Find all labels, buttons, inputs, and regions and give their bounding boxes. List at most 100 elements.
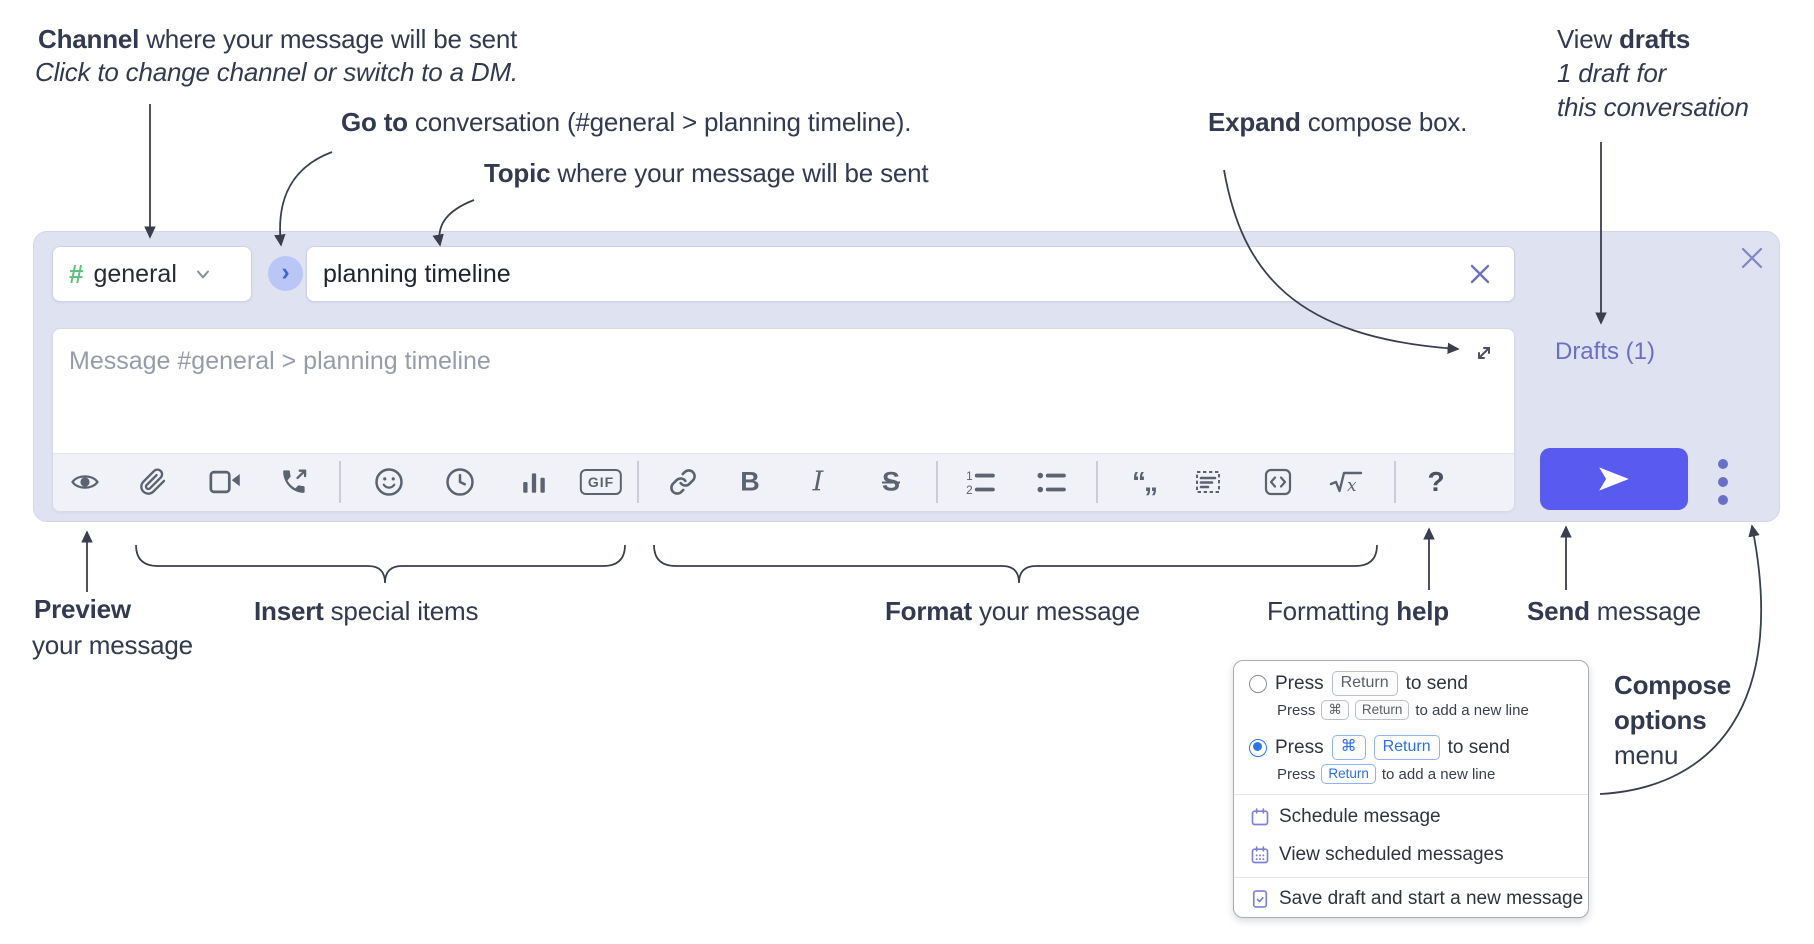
video-call-icon[interactable] <box>209 469 241 495</box>
preview-icon[interactable] <box>69 467 101 497</box>
radio-unselected-icon[interactable] <box>1249 674 1267 693</box>
topic-callout: Topic where your message will be sent <box>484 156 929 190</box>
suffix-label: to add a new line <box>1415 701 1529 719</box>
radio-selected-icon[interactable] <box>1249 738 1267 757</box>
compose-options-callout-line3: menu <box>1614 740 1679 770</box>
toolbar-separator <box>936 461 938 503</box>
formatting-help-callout: Formatting help <box>1267 594 1449 628</box>
topic-callout-bold: Topic <box>484 158 551 188</box>
format-callout-rest: your message <box>971 596 1140 626</box>
channel-callout-line2: Click to change channel or switch to a D… <box>35 57 518 87</box>
bulleted-list-icon[interactable] <box>1036 468 1066 496</box>
poll-icon[interactable] <box>520 468 548 496</box>
attach-paperclip-icon[interactable] <box>139 468 167 496</box>
voice-call-icon[interactable] <box>280 468 308 496</box>
document-check-icon <box>1252 890 1268 908</box>
send-callout: Send message <box>1527 594 1701 628</box>
preview-callout-line2: your message <box>32 630 193 660</box>
chevron-down-icon <box>196 270 209 279</box>
link-icon[interactable] <box>669 468 697 496</box>
svg-text:1: 1 <box>966 470 973 483</box>
compose-options-popup: Press Return to send Press ⌘ Return to a… <box>1233 660 1589 918</box>
toolbar-separator <box>339 461 341 503</box>
strikethrough-icon[interactable]: S <box>881 466 901 497</box>
send-option-row[interactable]: Press Return to send <box>1249 671 1468 696</box>
expand-callout: Expand compose box. <box>1208 105 1467 139</box>
suffix-label: to send <box>1405 672 1468 694</box>
key-return: Return <box>1354 700 1410 720</box>
emoji-icon[interactable] <box>374 467 404 497</box>
toolbar-separator <box>637 461 639 503</box>
close-compose-icon[interactable] <box>1738 244 1766 272</box>
drafts-link[interactable]: Drafts (1) <box>1554 338 1655 365</box>
format-brace <box>653 544 1378 584</box>
goto-callout-bold: Go to <box>341 107 408 137</box>
save-draft-item[interactable]: Save draft and start a new message <box>1250 888 1583 910</box>
quote-icon[interactable]: “„ <box>1132 466 1158 497</box>
bold-icon[interactable]: B <box>740 466 760 497</box>
press-label: Press <box>1275 672 1324 694</box>
schedule-message-item[interactable]: Schedule message <box>1250 806 1441 828</box>
channel-callout-bold: Channel <box>38 24 140 54</box>
toolbar-separator <box>1394 461 1396 503</box>
press-label: Press <box>1277 765 1316 783</box>
view-drafts-pre: View <box>1557 24 1620 54</box>
compose-options-callout-line2: options <box>1614 705 1707 735</box>
send-option-row[interactable]: Press ⌘ Return to send <box>1249 735 1510 760</box>
spoiler-icon[interactable] <box>1194 468 1222 496</box>
chevron-right-icon: › <box>281 257 290 286</box>
send-button[interactable] <box>1540 448 1688 510</box>
press-label: Press <box>1277 701 1316 719</box>
suffix-label: to send <box>1447 736 1510 758</box>
popup-divider <box>1234 794 1588 795</box>
channel-callout-rest: where your message will be sent <box>139 24 518 54</box>
suffix-label: to add a new line <box>1381 765 1496 783</box>
view-drafts-line3: this conversation <box>1557 92 1749 122</box>
gif-icon[interactable]: GIF <box>579 469 623 495</box>
send-callout-rest: message <box>1589 596 1701 626</box>
goto-callout: Go to conversation (#general > planning … <box>341 105 911 139</box>
channel-selector[interactable]: # general <box>52 246 252 302</box>
menu-item-label: View scheduled messages <box>1279 844 1504 865</box>
format-callout-bold: Format <box>885 596 972 626</box>
formatting-help-icon[interactable]: ? <box>1427 466 1445 497</box>
view-scheduled-messages-item[interactable]: View scheduled messages <box>1250 844 1504 866</box>
time-icon[interactable] <box>445 467 475 497</box>
menu-item-label: Save draft and start a new message <box>1279 888 1584 909</box>
compose-options-callout-line1: Compose <box>1614 670 1732 700</box>
calendar-grid-icon <box>1251 846 1269 864</box>
topic-input[interactable]: planning timeline <box>306 246 1515 302</box>
hash-icon: # <box>69 258 84 289</box>
message-input-area[interactable]: Message #general > planning timeline <box>52 328 1515 512</box>
popup-divider <box>1234 877 1588 878</box>
key-return: Return <box>1321 764 1376 784</box>
preview-callout: Preview <box>34 594 131 624</box>
italic-icon[interactable]: I <box>812 466 824 498</box>
svg-text:x: x <box>1347 476 1357 496</box>
code-icon[interactable] <box>1264 468 1292 496</box>
menu-item-label: Schedule message <box>1279 806 1441 827</box>
expand-compose-icon[interactable] <box>1472 341 1496 365</box>
insert-callout: Insert special items <box>254 594 479 628</box>
expand-callout-bold: Expand <box>1208 107 1301 137</box>
send-option-subrow: Press Return to add a new line <box>1277 764 1495 784</box>
clear-topic-icon[interactable] <box>1466 260 1494 288</box>
format-callout: Format your message <box>885 594 1140 628</box>
svg-text:2: 2 <box>966 484 973 496</box>
formatting-help-bold: help <box>1396 596 1449 626</box>
view-drafts-bold: drafts <box>1619 24 1691 54</box>
formatting-help-pre: Formatting <box>1267 596 1397 626</box>
expand-callout-rest: compose box. <box>1300 107 1468 137</box>
insert-brace <box>135 544 626 584</box>
math-icon[interactable]: x <box>1329 468 1363 496</box>
compose-options-kebab[interactable] <box>1716 459 1730 505</box>
channel-callout: Channel where your message will be sent <box>38 22 517 56</box>
key-cmd: ⌘ <box>1331 735 1366 760</box>
go-to-conversation-button[interactable]: › <box>268 256 303 291</box>
insert-callout-rest: special items <box>323 596 479 626</box>
message-placeholder: Message #general > planning timeline <box>69 347 491 375</box>
send-option-subrow: Press ⌘ Return to add a new line <box>1277 700 1529 720</box>
